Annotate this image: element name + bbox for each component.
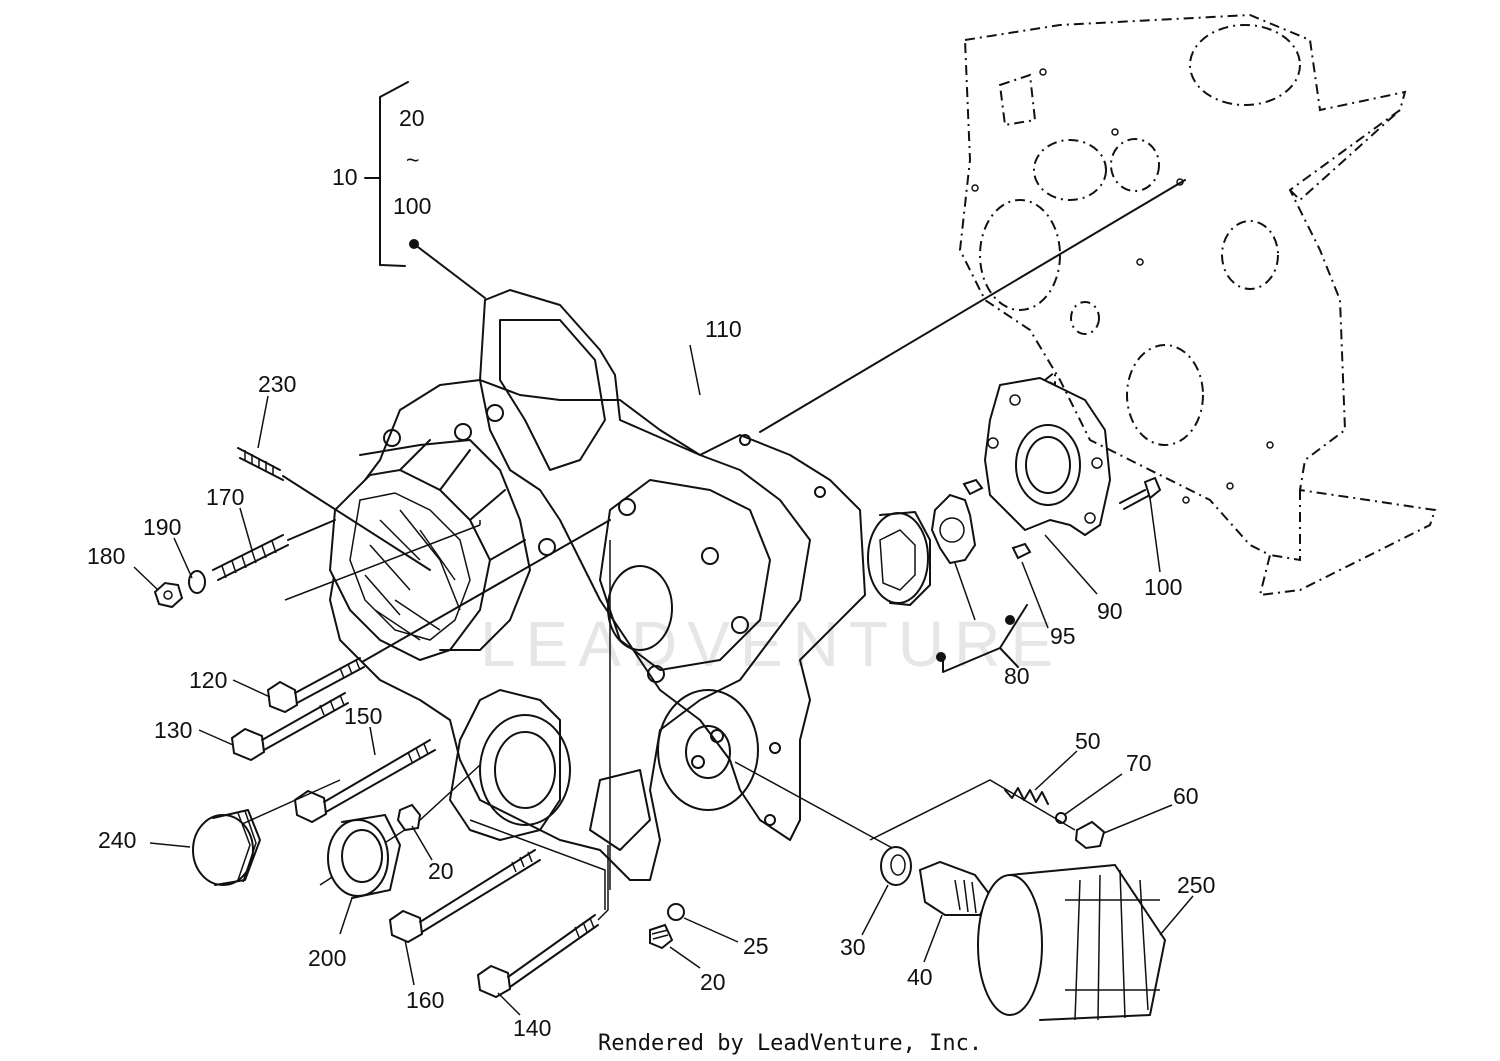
outer-rotor-part xyxy=(867,511,931,606)
bolt-120 xyxy=(266,519,611,714)
bolt-100 xyxy=(1119,476,1162,510)
leader-160-axis xyxy=(469,819,606,910)
callout-190: 190 xyxy=(143,514,181,540)
callout-leaders xyxy=(133,344,1194,1016)
leader-filter-axis xyxy=(734,761,906,856)
watermark-text: LEADVENTURE xyxy=(480,608,1063,680)
ball-70 xyxy=(1055,812,1067,824)
callout-150: 150 xyxy=(344,703,382,729)
callout-90: 90 xyxy=(1097,598,1123,624)
leader-valve-axis xyxy=(869,779,1076,841)
leader-axis xyxy=(759,179,1186,433)
bracket-label-bottom: 100 xyxy=(393,193,431,219)
credit-text: Rendered by LeadVenture, Inc. xyxy=(598,1031,982,1056)
callout-100: 100 xyxy=(1144,574,1182,600)
callout-50: 50 xyxy=(1075,728,1101,754)
callout-250: 250 xyxy=(1177,872,1215,898)
bracket-10 xyxy=(364,81,409,267)
leader-10 xyxy=(413,243,486,299)
inner-rotor-part xyxy=(930,493,977,565)
callout-60: 60 xyxy=(1173,783,1199,809)
callout-140: 140 xyxy=(513,1015,551,1041)
callout-240: 240 xyxy=(98,827,136,853)
cap-240 xyxy=(192,809,261,886)
callout-70: 70 xyxy=(1126,750,1152,776)
washer-30 xyxy=(880,846,912,886)
stud-170 xyxy=(212,519,336,581)
callout-130: 130 xyxy=(154,717,192,743)
callout-40: 40 xyxy=(907,964,933,990)
plug-20-lower xyxy=(649,923,674,950)
bolt-140 xyxy=(476,845,609,999)
gear-case-part xyxy=(329,379,826,881)
callout-170: 170 xyxy=(206,484,244,510)
oil-filter-250 xyxy=(977,864,1166,1021)
plug-25 xyxy=(667,903,685,921)
callout-160: 160 xyxy=(406,987,444,1013)
callout-120: 120 xyxy=(189,667,227,693)
bracket-label-top: 20 xyxy=(399,105,425,131)
bolt-130 xyxy=(230,692,349,762)
callout-80: 80 xyxy=(1004,663,1030,689)
callout-20-lower: 20 xyxy=(700,969,726,995)
bracket-80 xyxy=(936,604,1028,673)
nipple-40 xyxy=(918,860,992,916)
pin-95 xyxy=(962,478,1032,560)
callout-180: 180 xyxy=(87,543,125,569)
spring-50 xyxy=(1004,787,1049,805)
pump-cover-90 xyxy=(984,377,1111,536)
engine-block xyxy=(958,13,1437,597)
leader-240-axis xyxy=(239,779,341,826)
oil-seal-200 xyxy=(327,814,401,899)
nut-180 xyxy=(153,581,184,609)
plug-60 xyxy=(1074,820,1106,850)
plug-20-upper xyxy=(396,803,422,832)
bolt-150 xyxy=(293,739,436,824)
gasket-part xyxy=(479,289,866,841)
callout-230: 230 xyxy=(258,371,296,397)
callout-10: 10 xyxy=(332,164,358,190)
callout-25: 25 xyxy=(743,933,769,959)
callout-95: 95 xyxy=(1050,623,1076,649)
bolt-160 xyxy=(388,849,541,944)
callout-200: 200 xyxy=(308,945,346,971)
callout-30: 30 xyxy=(840,934,866,960)
washer-190 xyxy=(188,570,206,594)
bracket-label-tilde: ~ xyxy=(406,147,419,173)
leader-170 xyxy=(284,520,481,601)
callout-110: 110 xyxy=(705,316,742,342)
callout-20-upper: 20 xyxy=(428,858,454,884)
